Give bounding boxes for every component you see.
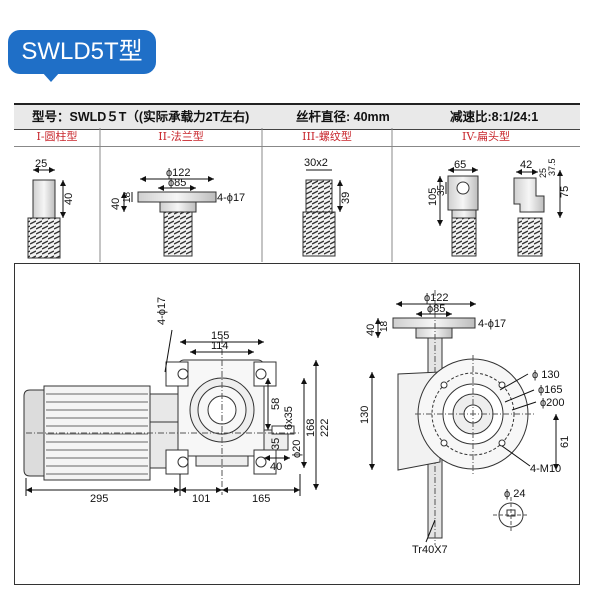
type-column-dividers <box>99 128 393 262</box>
side-bolt-circle: ϕ85 <box>427 303 445 315</box>
type-flat-head-drawing: 65 105 35 42 75 37.5 25 <box>427 158 571 257</box>
front-length-295: 295 <box>90 493 108 505</box>
side-height-61: 61 <box>559 436 571 448</box>
type1-width-label: 25 <box>35 158 47 170</box>
front-height-168: 168 <box>305 419 317 437</box>
type2-height-40: 40 <box>110 198 122 210</box>
model-badge: SWLD5T型 <box>8 30 156 82</box>
type4-height-35: 35 <box>436 184 447 196</box>
spec-bar: 型号：SWLD５T（(实际承载力2T左右) 丝杆直径: 40mm 减速比:8:1… <box>14 103 580 130</box>
type-flange-drawing: ϕ122 ϕ85 4-ϕ17 40 18 <box>110 167 245 257</box>
spec-model: 型号：SWLD５T（(实际承载力2T左右) <box>32 110 250 124</box>
type4-width-65: 65 <box>454 159 466 171</box>
front-width-40: 40 <box>270 461 282 473</box>
side-view: ϕ122 ϕ85 4-ϕ17 40 18 130 ϕ 130 ϕ165 ϕ200… <box>359 290 571 556</box>
type3-length-label: 39 <box>340 192 352 204</box>
front-view: 155 114 4-ϕ17 222 168 58 35 6x35 ϕ20 40 … <box>23 297 331 505</box>
side-outer-diameter: ϕ122 <box>424 292 449 304</box>
type4-height-25: 25 <box>538 168 548 178</box>
type1-height-label: 40 <box>63 193 75 205</box>
front-height-35: 35 <box>270 438 282 450</box>
side-height-40: 40 <box>365 324 377 336</box>
type4-height-37-5: 37.5 <box>547 158 557 176</box>
front-height-58: 58 <box>270 398 282 410</box>
side-diameter-200: ϕ200 <box>540 397 565 409</box>
side-holes-label: 4-ϕ17 <box>478 318 506 330</box>
type-thread-label: III-螺纹型 <box>302 130 352 143</box>
type3-thread-spec: 30x2 <box>304 157 328 169</box>
front-width-114: 114 <box>211 340 229 352</box>
front-width-155: 155 <box>211 330 229 342</box>
spec-reduction-ratio: 减速比:8:1/24:1 <box>450 110 539 124</box>
front-holes-label: 4-ϕ17 <box>156 297 168 325</box>
type4-height-75: 75 <box>559 186 571 198</box>
type-header-row: I-圆柱型 II-法兰型 III-螺纹型 IV-扁头型 <box>14 128 580 147</box>
side-diameter-165: ϕ165 <box>538 384 563 396</box>
type-cylinder-drawing: 25 40 <box>27 158 75 259</box>
side-height-130: 130 <box>359 406 371 424</box>
front-length-165: 165 <box>252 493 270 505</box>
type-flange-label: II-法兰型 <box>158 130 204 143</box>
type2-holes-label: 4-ϕ17 <box>217 192 245 204</box>
type2-height-18: 18 <box>122 191 133 203</box>
badge-tail <box>42 72 60 82</box>
spec-screw-diameter: 丝杆直径: 40mm <box>296 110 390 124</box>
type4-height-105: 105 <box>427 188 439 206</box>
side-diameter-130: ϕ 130 <box>532 369 560 381</box>
type-cylinder-label: I-圆柱型 <box>36 130 78 143</box>
front-shaft-diameter: ϕ20 <box>291 440 303 458</box>
front-key-spec: 6x35 <box>283 406 295 430</box>
badge-title: SWLD5T型 <box>21 38 143 65</box>
front-height-222: 222 <box>319 419 331 437</box>
front-length-101: 101 <box>192 493 210 505</box>
side-tapped-holes: 4-M10 <box>530 463 561 475</box>
assembly-drawing-frame <box>14 263 580 585</box>
side-shaft-diameter: ϕ 24 <box>504 488 525 500</box>
type4-width-42: 42 <box>520 159 532 171</box>
type-flat-head-label: IV-扁头型 <box>462 130 510 143</box>
type2-bolt-circle-diameter: ϕ85 <box>168 177 186 189</box>
side-height-18: 18 <box>379 320 390 332</box>
type-thread-drawing: 30x2 39 <box>302 157 352 257</box>
badge-background <box>8 30 156 74</box>
type2-outer-diameter: ϕ122 <box>166 167 191 179</box>
side-screw-spec: Tr40X7 <box>412 544 448 556</box>
